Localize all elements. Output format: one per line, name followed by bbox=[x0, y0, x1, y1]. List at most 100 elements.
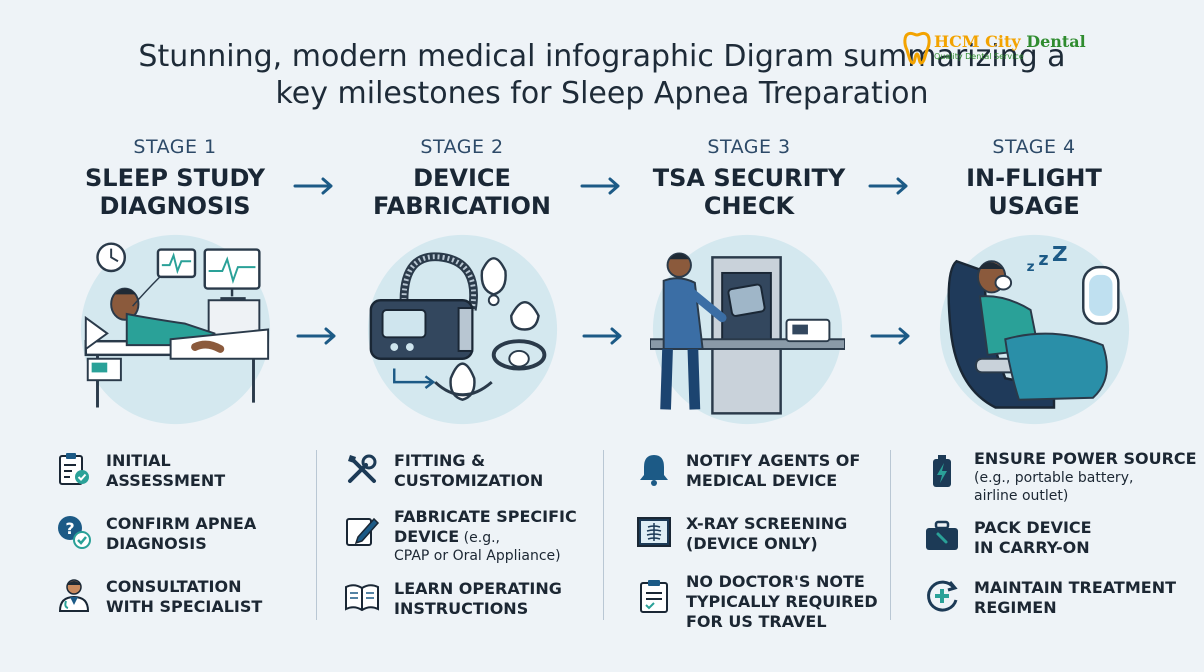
item-text: FABRICATE SPECIFIC DEVICE (e.g., CPAP or… bbox=[394, 507, 577, 565]
arrow-right-icon bbox=[293, 177, 333, 195]
stage-2-number: STAGE 2 bbox=[420, 136, 504, 158]
item-line-1: INITIAL bbox=[106, 451, 171, 470]
item-line-1: NOTIFY AGENTS OF bbox=[686, 451, 861, 470]
item-line-2: DEVICE bbox=[394, 527, 460, 546]
book-icon bbox=[345, 584, 379, 612]
item-line-2: REGIMEN bbox=[974, 598, 1057, 617]
item-line-1: CONFIRM APNEA bbox=[106, 514, 257, 533]
stage-1-title: SLEEP STUDY DIAGNOSIS bbox=[60, 164, 290, 220]
item-text: X-RAY SCREENING (DEVICE ONLY) bbox=[686, 514, 847, 554]
item-line-1: FABRICATE SPECIFIC bbox=[394, 507, 577, 526]
stage-1-header: STAGE 1 SLEEP STUDY DIAGNOSIS bbox=[60, 136, 290, 220]
column-divider bbox=[890, 450, 891, 620]
item-line-2: IN CARRY-ON bbox=[974, 538, 1090, 557]
stage-3-number: STAGE 3 bbox=[707, 136, 791, 158]
stage-1-title-line-1: SLEEP STUDY bbox=[84, 164, 265, 192]
battery-icon bbox=[933, 455, 951, 487]
item-text: CONSULTATION WITH SPECIALIST bbox=[106, 577, 262, 617]
item-text: MAINTAIN TREATMENT REGIMEN bbox=[974, 578, 1176, 618]
pencil-edit-icon bbox=[346, 517, 380, 546]
watermark-subtitle: Quality Dental Service bbox=[934, 52, 1024, 61]
svg-text:Z: Z bbox=[1052, 242, 1068, 267]
stage-4-title: IN-FLIGHT USAGE bbox=[919, 164, 1149, 220]
list-item: CONSULTATION WITH SPECIALIST bbox=[56, 577, 262, 617]
stage-4-number: STAGE 4 bbox=[992, 136, 1076, 158]
doctor-icon bbox=[58, 579, 90, 612]
watermark-name-2: Dental bbox=[1026, 32, 1086, 51]
stage-3-title: TSA SECURITY CHECK bbox=[634, 164, 864, 220]
item-line-1: LEARN OPERATING bbox=[394, 579, 562, 598]
tooth-logo-icon bbox=[903, 31, 931, 65]
item-text: FITTING & CUSTOMIZATION bbox=[394, 451, 543, 491]
column-divider bbox=[603, 450, 604, 620]
item-line-2: (DEVICE ONLY) bbox=[686, 534, 818, 553]
item-text: ENSURE POWER SOURCE (e.g., portable batt… bbox=[974, 449, 1197, 505]
item-text: CONFIRM APNEA DIAGNOSIS bbox=[106, 514, 256, 554]
list-item: PACK DEVICE IN CARRY-ON bbox=[924, 518, 1092, 558]
list-item: NO DOCTOR'S NOTE TYPICALLY REQUIRED FOR … bbox=[636, 572, 878, 632]
item-line-1: X-RAY SCREENING bbox=[686, 514, 848, 533]
list-item: FABRICATE SPECIFIC DEVICE (e.g., CPAP or… bbox=[344, 507, 577, 565]
arrow-right-icon bbox=[868, 177, 908, 195]
watermark-name: HCM City Dental bbox=[934, 32, 1086, 51]
item-line-1: PACK DEVICE bbox=[974, 518, 1092, 537]
svg-text:z: z bbox=[1027, 259, 1035, 275]
watermark-name-1: HCM City bbox=[934, 32, 1027, 51]
stage-1-title-line-2: DIAGNOSIS bbox=[99, 192, 251, 220]
stage-3-header: STAGE 3 TSA SECURITY CHECK bbox=[634, 136, 864, 220]
stage-4-title-line-2: USAGE bbox=[988, 192, 1080, 220]
svg-text:?: ? bbox=[65, 519, 74, 538]
airplane-seat-illustration: z z Z bbox=[939, 234, 1130, 425]
stage-1-number: STAGE 1 bbox=[133, 136, 217, 158]
item-line-2: DIAGNOSIS bbox=[106, 534, 207, 553]
bell-icon bbox=[640, 455, 668, 486]
list-item: FITTING & CUSTOMIZATION bbox=[344, 451, 543, 491]
item-line-3: FOR US TRAVEL bbox=[686, 612, 827, 631]
stage-2-title-line-2: FABRICATION bbox=[372, 192, 552, 220]
list-item: INITIAL ASSESSMENT bbox=[56, 451, 225, 491]
column-divider bbox=[316, 450, 317, 620]
list-item: ? CONFIRM APNEA DIAGNOSIS bbox=[56, 514, 256, 554]
arrow-right-icon bbox=[870, 327, 910, 345]
list-item: X-RAY SCREENING (DEVICE ONLY) bbox=[636, 514, 847, 554]
stage-3-title-line-2: CHECK bbox=[703, 192, 795, 220]
stage-3-title-line-1: TSA SECURITY bbox=[652, 164, 846, 192]
item-subtext: CPAP or Oral Appliance) bbox=[394, 548, 561, 564]
arrow-right-icon bbox=[580, 177, 620, 195]
title-line-1: Stunning, modern medical infographic Dig… bbox=[138, 39, 1066, 74]
stage-2-header: STAGE 2 DEVICE FABRICATION bbox=[347, 136, 577, 220]
treatment-cycle-icon bbox=[927, 580, 958, 612]
page-title: Stunning, modern medical infographic Dig… bbox=[0, 38, 1204, 112]
suitcase-icon bbox=[926, 520, 958, 550]
cpap-devices-illustration bbox=[367, 234, 558, 425]
watermark-logo: HCM City Dental Quality Dental Service bbox=[900, 30, 1100, 70]
item-line-1: MAINTAIN TREATMENT bbox=[974, 578, 1176, 597]
item-line-1: FITTING & bbox=[394, 451, 486, 470]
question-check-icon: ? bbox=[58, 516, 91, 549]
list-item: ENSURE POWER SOURCE (e.g., portable batt… bbox=[924, 449, 1197, 505]
item-text: NO DOCTOR'S NOTE TYPICALLY REQUIRED FOR … bbox=[686, 572, 878, 632]
item-line-2: WITH SPECIALIST bbox=[106, 597, 263, 616]
item-subtext-2: airline outlet) bbox=[974, 488, 1069, 504]
xray-icon bbox=[637, 517, 671, 547]
item-line-2: CUSTOMIZATION bbox=[394, 471, 544, 490]
stage-4-title-line-1: IN-FLIGHT bbox=[966, 164, 1102, 192]
sleep-study-illustration bbox=[80, 234, 271, 425]
item-text: INITIAL ASSESSMENT bbox=[106, 451, 225, 491]
item-text: LEARN OPERATING INSTRUCTIONS bbox=[394, 579, 562, 619]
item-line-2: MEDICAL DEVICE bbox=[686, 471, 838, 490]
item-line-2: ASSESSMENT bbox=[106, 471, 226, 490]
arrow-right-icon bbox=[296, 327, 336, 345]
tools-icon bbox=[348, 454, 377, 483]
item-line-1: CONSULTATION bbox=[106, 577, 242, 596]
stage-2-title-line-1: DEVICE bbox=[413, 164, 511, 192]
item-line-1: ENSURE POWER SOURCE bbox=[974, 449, 1197, 468]
item-line-2: INSTRUCTIONS bbox=[394, 599, 529, 618]
arrow-right-icon bbox=[582, 327, 622, 345]
stage-2-title: DEVICE FABRICATION bbox=[347, 164, 577, 220]
clipboard-check-icon bbox=[59, 453, 89, 485]
clipboard-list-icon bbox=[640, 580, 668, 613]
list-item: NOTIFY AGENTS OF MEDICAL DEVICE bbox=[636, 451, 860, 491]
stage-4-header: STAGE 4 IN-FLIGHT USAGE bbox=[919, 136, 1149, 220]
item-line-2-note: (e.g., bbox=[459, 530, 500, 546]
